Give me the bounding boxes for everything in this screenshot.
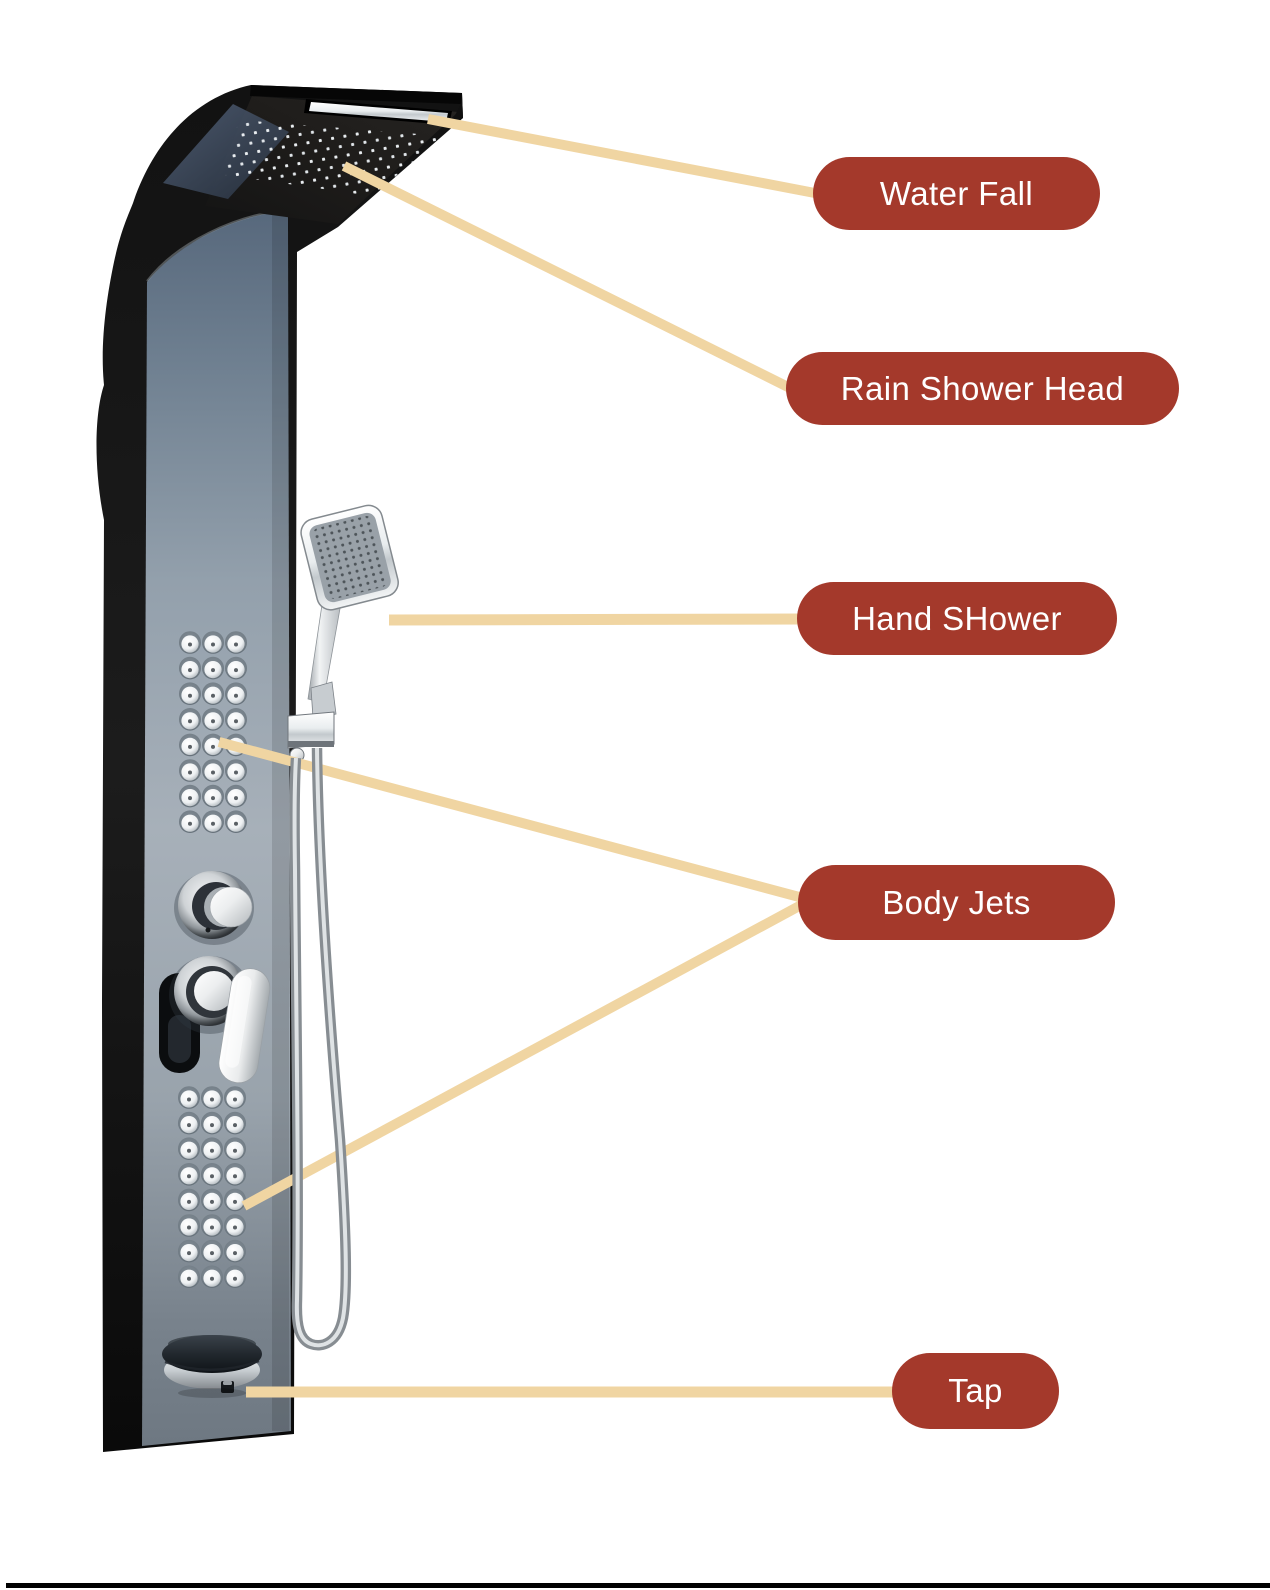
body-jet xyxy=(201,1265,223,1288)
connector-lines xyxy=(217,114,897,1398)
body-jet xyxy=(201,1086,223,1109)
line-rain-shower-head xyxy=(341,161,795,394)
body-jet xyxy=(224,1239,246,1263)
label-water-fall-text: Water Fall xyxy=(879,174,1034,212)
body-jet xyxy=(178,1239,200,1263)
body-jet xyxy=(225,656,247,680)
canopy xyxy=(163,85,463,224)
body-jet xyxy=(179,656,201,680)
body-jet xyxy=(225,631,247,654)
line-water-fall xyxy=(427,114,821,199)
footer-rule xyxy=(6,1583,1270,1588)
body-jet xyxy=(201,1239,223,1263)
mixer-lever xyxy=(218,968,271,1084)
label-tap-text: Tap xyxy=(948,1372,1003,1409)
label-hand-shower-text: Hand SHower xyxy=(852,599,1062,637)
body-jet xyxy=(225,784,247,808)
body-jet xyxy=(202,631,224,654)
body-jet xyxy=(202,656,224,680)
shower-hose xyxy=(289,747,352,1351)
body-jet xyxy=(178,1163,200,1186)
line-body-jets-upper xyxy=(217,737,805,903)
body-jet xyxy=(224,1137,246,1160)
body-jet xyxy=(224,1111,246,1135)
body-jet xyxy=(179,631,201,654)
body-jet xyxy=(179,759,201,782)
rain-shower-face xyxy=(218,120,444,196)
body-jet xyxy=(201,1111,223,1135)
body-jet xyxy=(178,1214,200,1237)
body-jet xyxy=(179,784,201,808)
body-jet xyxy=(201,1188,223,1212)
line-hand-shower xyxy=(388,613,803,626)
body-jet xyxy=(179,708,201,731)
body-jet xyxy=(179,810,201,833)
body-jet xyxy=(224,1265,246,1288)
body-jet xyxy=(179,682,201,705)
body-jet xyxy=(179,733,201,757)
body-jet xyxy=(201,1163,223,1186)
label-body-jets-text: Body Jets xyxy=(882,883,1031,921)
hand-shower-head xyxy=(300,504,399,611)
mixer-valve xyxy=(159,956,271,1084)
body-jet xyxy=(225,810,247,833)
body-jet xyxy=(225,759,247,782)
label-water-fall: Water Fall xyxy=(813,157,1100,230)
label-rain-shower-head-text: Rain Shower Head xyxy=(840,369,1125,407)
label-body-jets: Body Jets xyxy=(798,865,1115,940)
body-jet xyxy=(178,1086,200,1109)
body-jet xyxy=(202,708,224,731)
label-hand-shower: Hand SHower xyxy=(797,582,1117,655)
tap-spout xyxy=(162,1335,262,1398)
body-jet xyxy=(225,682,247,705)
hose-elbow xyxy=(310,681,337,719)
body-jet xyxy=(224,1214,246,1237)
body-jet xyxy=(202,810,224,833)
hand-shower xyxy=(287,504,399,763)
waterfall-spout xyxy=(309,102,448,122)
body-jet xyxy=(202,682,224,705)
body-jet xyxy=(224,1086,246,1109)
body-jet xyxy=(178,1188,200,1212)
body-jet xyxy=(202,759,224,782)
face-edge-shadow xyxy=(272,215,289,1431)
canopy-end-cap xyxy=(450,93,463,126)
body-jet xyxy=(225,708,247,731)
label-rain-shower-head: Rain Shower Head xyxy=(786,352,1179,425)
body-jet xyxy=(201,1214,223,1237)
diverter-knob xyxy=(174,871,254,945)
body-jet xyxy=(202,784,224,808)
body-jet xyxy=(178,1265,200,1288)
body-jet xyxy=(178,1111,200,1135)
body-jet xyxy=(178,1137,200,1160)
canopy-top xyxy=(250,85,462,104)
body-jet xyxy=(224,1188,246,1212)
label-tap: Tap xyxy=(892,1353,1059,1429)
bracket-base xyxy=(288,741,334,747)
body-jet xyxy=(224,1163,246,1186)
body-jet xyxy=(201,1137,223,1160)
